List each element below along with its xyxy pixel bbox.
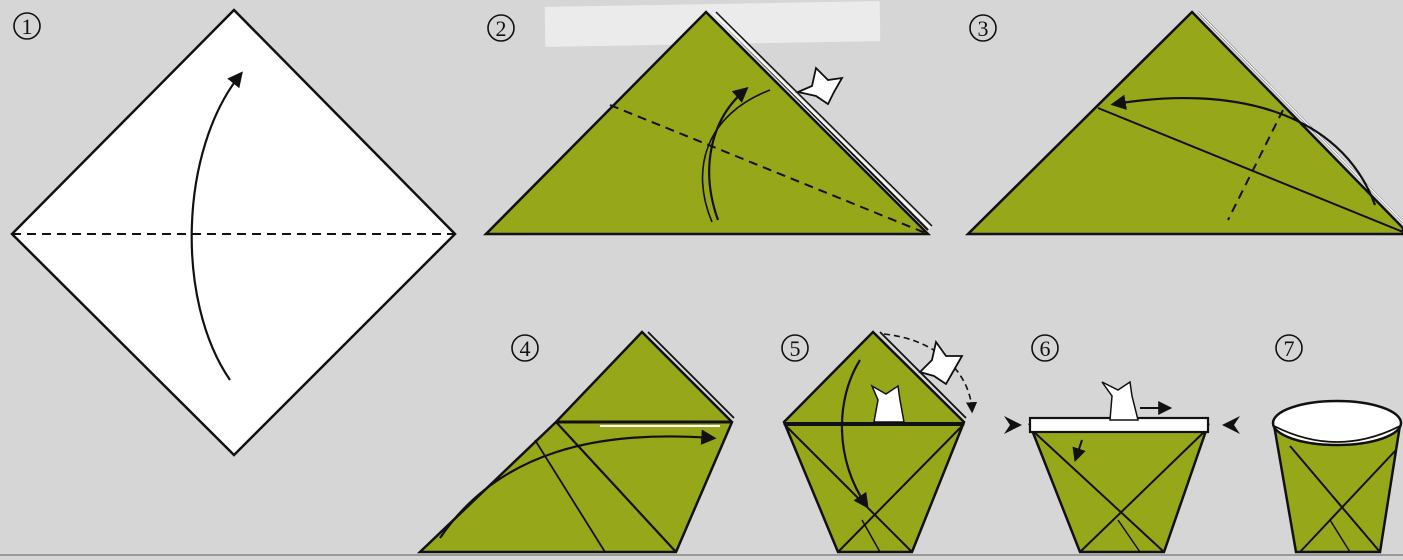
folded-paper <box>420 332 732 552</box>
step-6-number: 6 <box>1040 336 1051 361</box>
step-3-number: 3 <box>978 16 989 41</box>
step-7-number: 7 <box>1284 336 1295 361</box>
step-5-number: 5 <box>790 336 801 361</box>
fold-indicator-icon <box>798 68 842 104</box>
step-7: 7 <box>1273 335 1401 552</box>
cup-body <box>1030 425 1208 552</box>
pocket-indicator-icon <box>1102 382 1138 420</box>
step-3: 3 <box>968 12 1403 234</box>
step-1-number: 1 <box>22 14 33 39</box>
step-4: 4 <box>420 332 734 552</box>
press-left-icon <box>1004 416 1022 434</box>
step-6: 6 <box>1004 335 1240 552</box>
step-2-number: 2 <box>496 16 507 41</box>
cup-opening <box>1273 401 1401 445</box>
triangle-paper <box>968 12 1403 234</box>
step-5: 5 <box>782 332 972 552</box>
step-1: 1 <box>12 10 455 455</box>
square-paper <box>12 10 455 455</box>
press-right-icon <box>1222 416 1240 434</box>
step-4-number: 4 <box>520 336 531 361</box>
